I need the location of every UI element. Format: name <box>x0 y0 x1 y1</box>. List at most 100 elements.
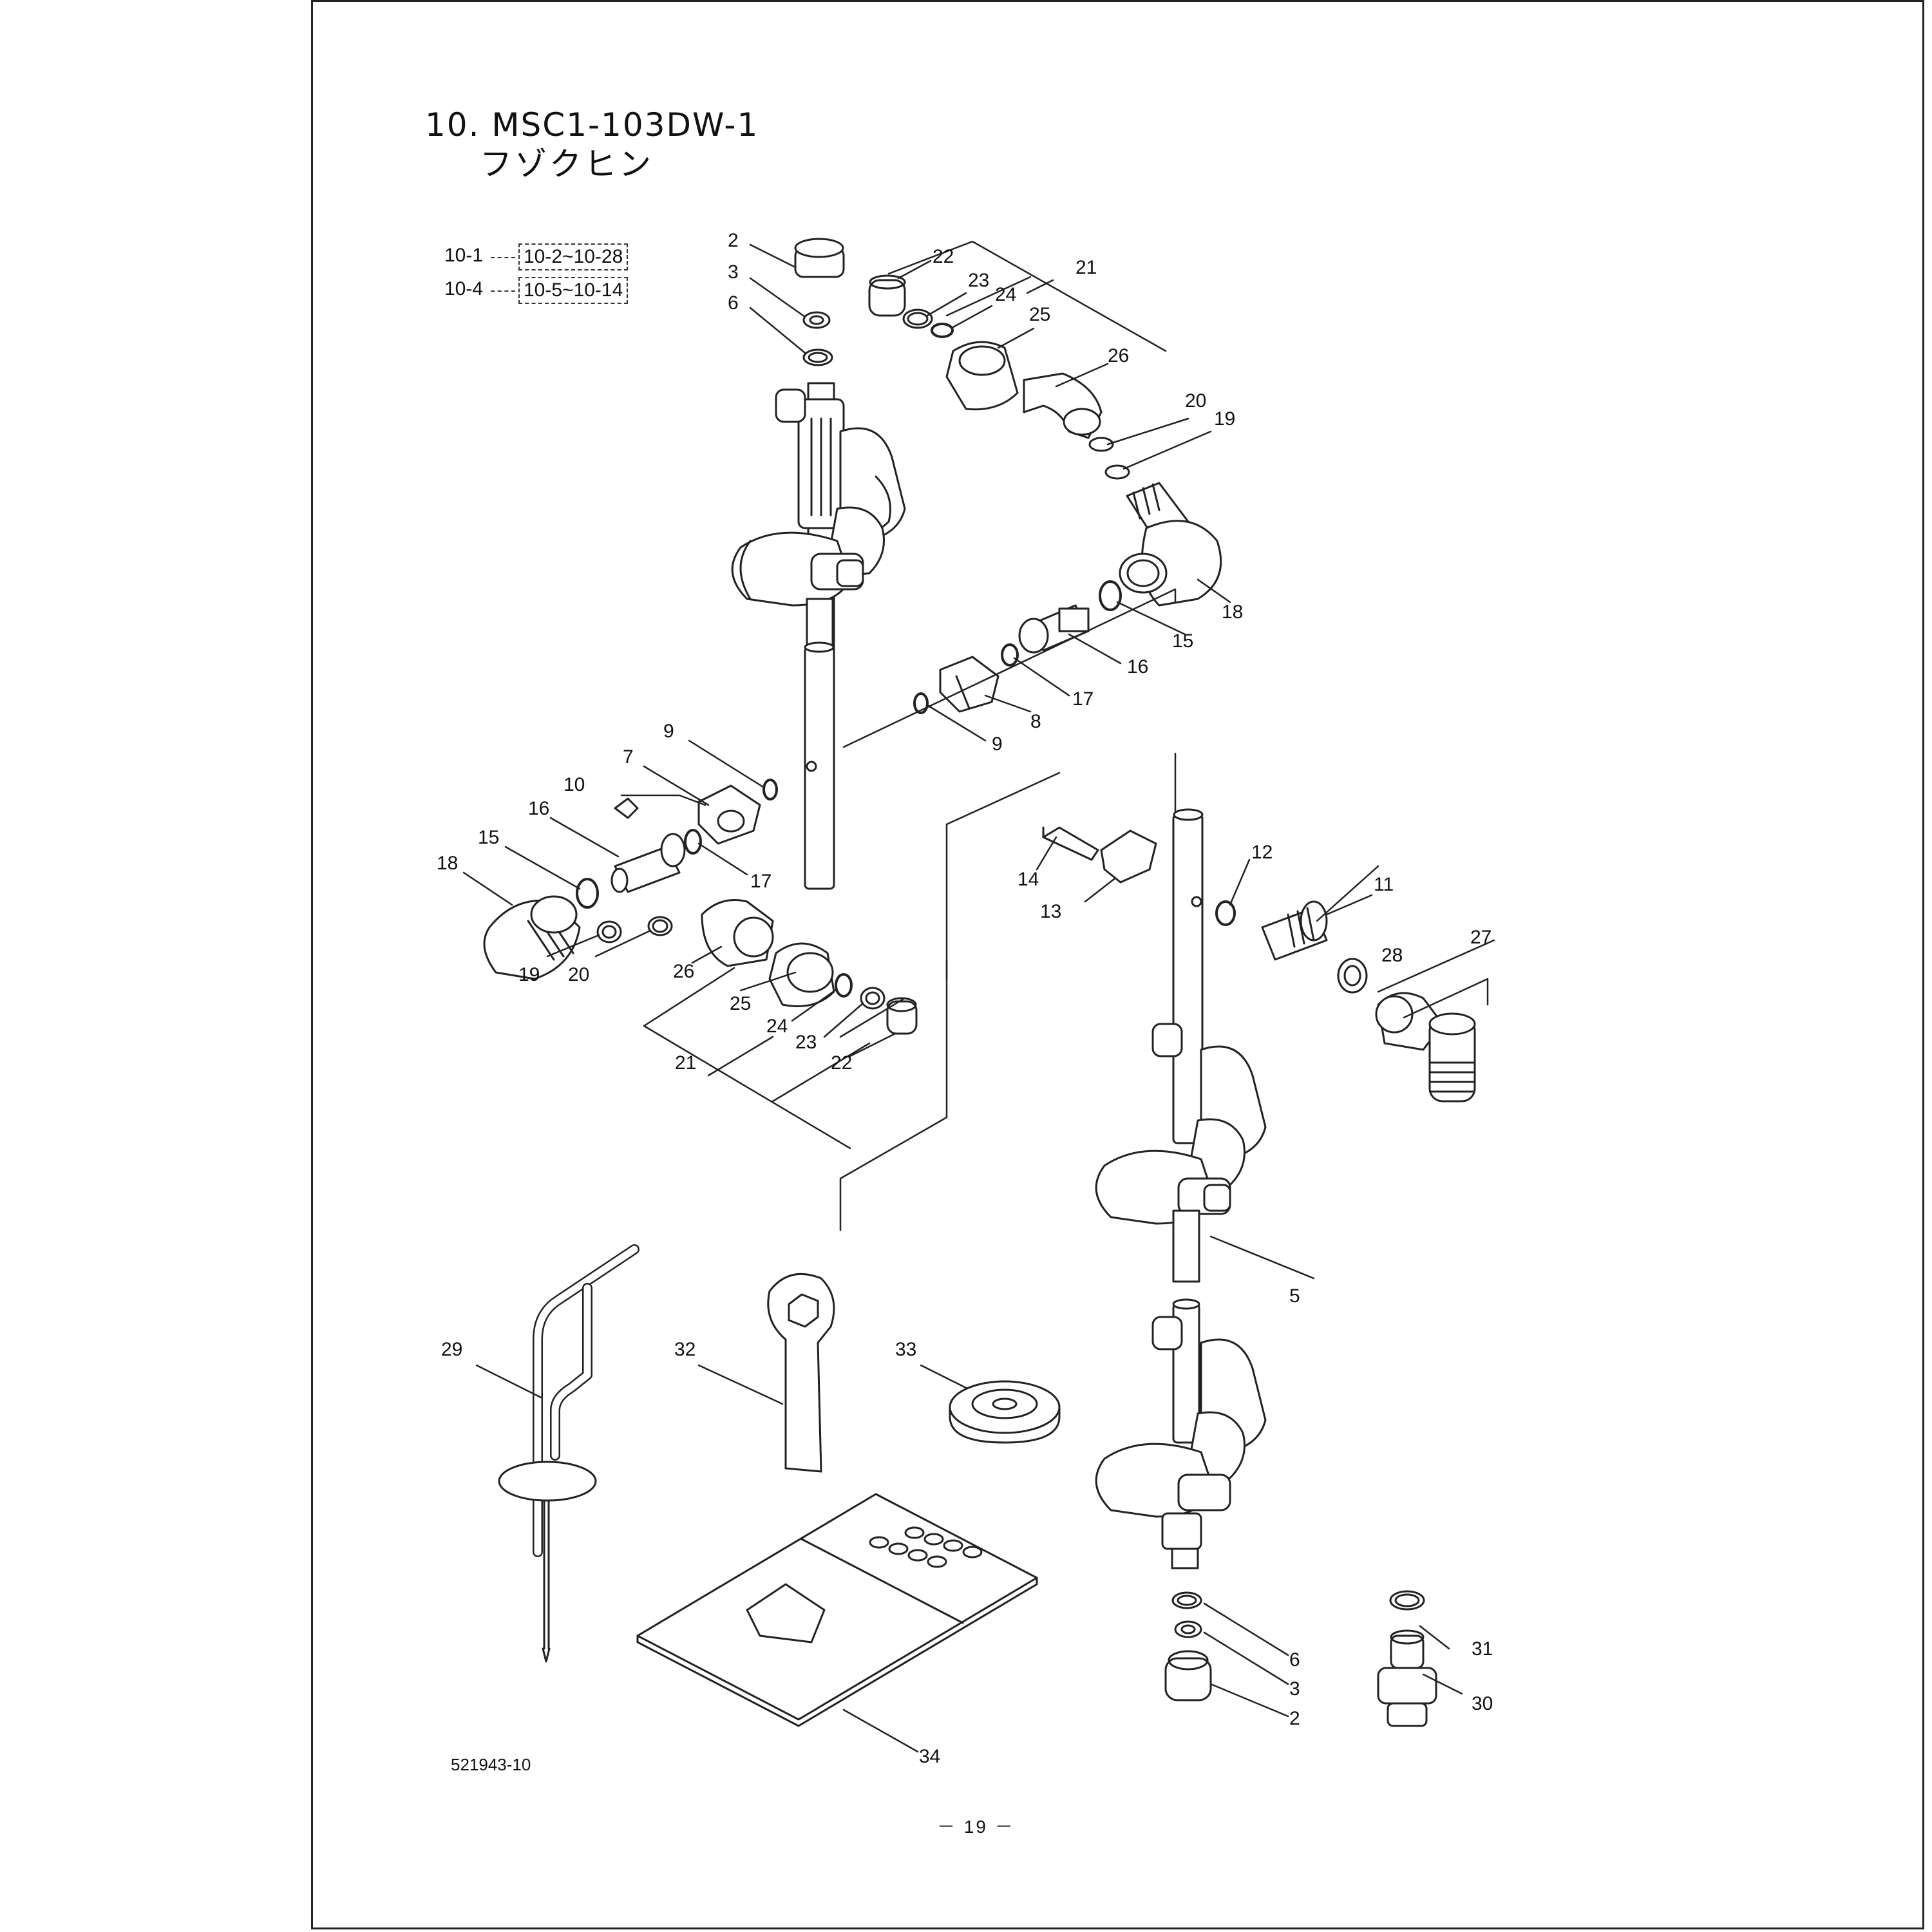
pipe-left <box>804 646 835 890</box>
stem-16-upper <box>1018 604 1090 654</box>
callout-9-left: 9 <box>663 721 674 742</box>
callout-15-top: 15 <box>1172 630 1193 652</box>
oring-17-upper <box>1001 643 1019 667</box>
callout-7: 7 <box>623 746 634 768</box>
callout-5: 5 <box>1289 1285 1300 1307</box>
callout-16-left: 16 <box>528 798 549 819</box>
washer-28 <box>1337 958 1368 994</box>
elbow-group-lower <box>701 899 918 1035</box>
callout-18-top: 18 <box>1222 601 1243 623</box>
callout-17-top: 17 <box>1072 688 1094 710</box>
elbow-27 <box>1375 992 1476 1103</box>
ref-assembly-2: 10-4 <box>444 278 484 299</box>
callout-labels: 2 3 6 22 23 24 21 25 26 20 19 18 15 16 1… <box>437 230 1493 1767</box>
callout-2-bottom: 2 <box>1289 1708 1300 1729</box>
callout-25-left: 25 <box>730 993 751 1014</box>
washer-6-upper <box>802 348 833 366</box>
callout-27: 27 <box>1470 927 1492 948</box>
ref-assembly-1: 10-1 <box>444 245 484 266</box>
callout-13: 13 <box>1040 901 1061 922</box>
washer-31 <box>1389 1590 1425 1611</box>
ref-parts-2: 10-5~10-14 <box>518 277 629 304</box>
callout-22-left: 22 <box>831 1052 852 1074</box>
bracket-8 <box>939 656 999 713</box>
elbow-group-upper <box>868 274 1130 480</box>
manual-34 <box>636 1493 1038 1727</box>
wrench-32 <box>767 1273 835 1473</box>
callout-16-top: 16 <box>1127 656 1148 677</box>
callout-21-left: 21 <box>675 1052 696 1074</box>
callout-22-top: 22 <box>933 246 954 267</box>
right-valve-assembly-2 <box>1095 1316 1267 1569</box>
drawing-number: 521943-10 <box>451 1755 531 1774</box>
callout-19-left: 19 <box>518 964 540 985</box>
nut-3-lower <box>1174 1620 1202 1638</box>
callout-29: 29 <box>441 1339 462 1360</box>
callout-32: 32 <box>674 1339 696 1360</box>
assembly-boundary <box>839 588 1177 1231</box>
callout-15-left: 15 <box>478 827 499 848</box>
upper-valve-assembly <box>731 238 906 655</box>
elbow-18-upper <box>1119 482 1222 607</box>
ref-parts-1: 10-2~10-28 <box>518 243 629 270</box>
callout-18-left: 18 <box>437 853 458 874</box>
callout-31: 31 <box>1472 1638 1493 1660</box>
callout-3-bottom: 3 <box>1289 1678 1300 1700</box>
callout-12: 12 <box>1251 842 1273 863</box>
cap-2-lower <box>1164 1657 1212 1701</box>
callout-11: 11 <box>1374 874 1394 895</box>
callout-23-top: 23 <box>968 270 989 291</box>
washer-19-left <box>596 920 622 943</box>
strainer-20-left <box>647 916 673 936</box>
callout-21-top: 21 <box>1075 257 1097 278</box>
fitting-30 <box>1377 1629 1437 1727</box>
pipe-right <box>1172 813 1204 1144</box>
callout-24-left: 24 <box>766 1016 788 1037</box>
oring-12 <box>1215 900 1236 926</box>
section-title: 10. MSC1-103DW-1 <box>425 106 759 144</box>
callout-25-top: 25 <box>1029 304 1050 325</box>
washer-6-lower <box>1171 1591 1202 1609</box>
bracket-13 <box>1100 829 1157 884</box>
callout-9-right: 9 <box>992 734 1003 755</box>
right-valve-assembly-1 <box>1095 1023 1267 1283</box>
ref-leader-1 <box>491 257 515 258</box>
callout-6-bottom: 6 <box>1289 1649 1300 1671</box>
ref-leader-2 <box>491 290 515 292</box>
oring-9-left <box>762 779 778 800</box>
section-subtitle: フゾクヒン <box>480 146 654 183</box>
screw-10 <box>614 797 639 819</box>
callout-2-top: 2 <box>728 230 739 251</box>
callout-23-left: 23 <box>795 1032 817 1053</box>
callout-19-top: 19 <box>1214 408 1235 430</box>
oring-15-upper <box>1099 580 1122 611</box>
stem-16-left <box>611 833 686 893</box>
oring-9-right <box>913 692 929 714</box>
callout-10: 10 <box>564 774 585 795</box>
bracket-7 <box>697 784 761 845</box>
callout-20-top: 20 <box>1185 390 1206 412</box>
tool-29-handle <box>498 1244 639 1663</box>
callout-33: 33 <box>895 1339 916 1360</box>
screw-14 <box>1042 826 1099 861</box>
callout-17-left: 17 <box>750 871 772 892</box>
callout-28: 28 <box>1381 945 1403 966</box>
callout-20-left: 20 <box>568 964 589 985</box>
disk-33 <box>949 1380 1061 1444</box>
drawing-sheet-frame <box>311 0 1924 1929</box>
group-brackets <box>643 240 1495 1150</box>
oring-15-left <box>576 878 599 909</box>
callout-3-top: 3 <box>728 261 739 283</box>
oring-17-left <box>684 829 702 855</box>
callout-8: 8 <box>1030 711 1041 732</box>
callout-30: 30 <box>1472 1693 1493 1714</box>
callout-26-top: 26 <box>1108 345 1129 366</box>
callout-6-top: 6 <box>728 292 739 314</box>
fitting-11 <box>1261 900 1328 961</box>
page-number: － 19 － <box>937 1817 1015 1837</box>
callout-34: 34 <box>919 1746 940 1767</box>
elbow-18-left <box>483 895 581 980</box>
callout-26-left: 26 <box>673 961 694 982</box>
nut-3-upper <box>802 311 831 329</box>
callout-14: 14 <box>1018 869 1039 890</box>
